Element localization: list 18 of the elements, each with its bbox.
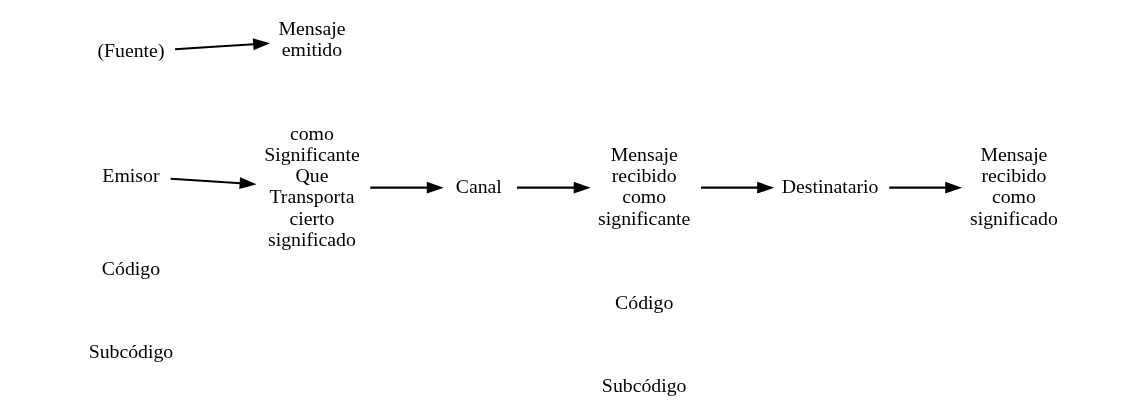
arrow xyxy=(174,38,270,51)
node-text: Mensaje recibido como significante xyxy=(597,143,690,229)
node-text: Destinatario xyxy=(781,174,878,197)
arrow xyxy=(516,181,591,194)
node-text: Mensaje emitido xyxy=(277,17,345,61)
label: Subcódigo xyxy=(601,374,686,397)
node-text: Canal xyxy=(455,174,502,197)
label: Código xyxy=(101,256,160,279)
node-text: (Fuente) xyxy=(96,39,164,62)
arrow xyxy=(700,181,774,194)
arrow xyxy=(170,177,257,190)
arrow xyxy=(369,181,444,194)
label: Código xyxy=(614,290,673,313)
node-text: Emisor xyxy=(101,163,160,186)
node-text: como Significante Que Transporta cierto significado xyxy=(263,121,360,250)
label: Subcódigo xyxy=(88,340,173,363)
arrow xyxy=(888,181,962,194)
node-text: Mensaje recibido como significado xyxy=(969,143,1058,229)
